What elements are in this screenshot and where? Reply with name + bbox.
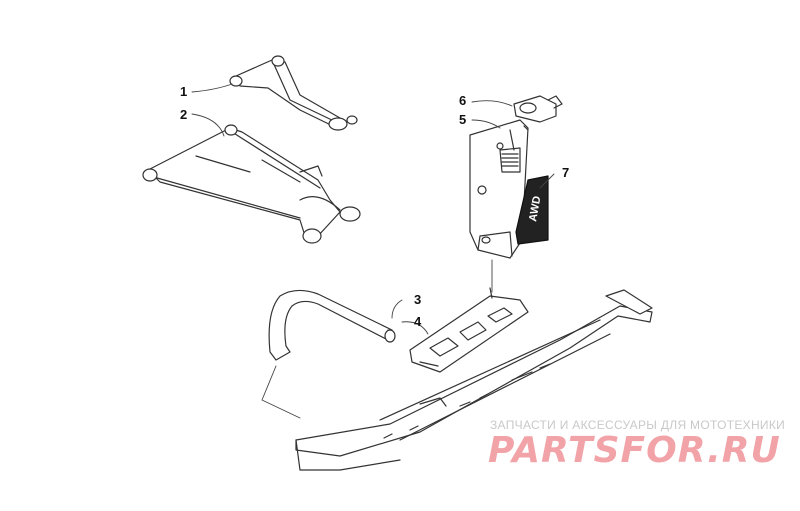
- upper-a-arm: [229, 55, 358, 131]
- ski-saddle: [409, 287, 529, 373]
- ski: [295, 289, 653, 471]
- awd-decal: [515, 175, 549, 245]
- callout-3: 3: [414, 292, 421, 307]
- watermark-tagline: ЗАПЧАСТИ И АКСЕССУАРЫ ДЛЯ МОТОТЕХНИКИ: [490, 418, 786, 432]
- callout-1: 1: [180, 84, 187, 99]
- callout-7: 7: [562, 165, 569, 180]
- ski-spindle: [469, 119, 529, 259]
- callout-5: 5: [459, 112, 466, 127]
- steering-arm: [513, 95, 563, 123]
- lower-a-arm: [142, 124, 361, 244]
- callout-4: 4: [414, 314, 422, 329]
- watermark-logo: PARTSFOR.RU: [488, 430, 781, 471]
- decal-text: AWD: [527, 195, 543, 222]
- callout-6: 6: [459, 93, 466, 108]
- ski-loop: [268, 289, 396, 361]
- leader-lines: [191, 83, 555, 419]
- callout-2: 2: [180, 107, 187, 122]
